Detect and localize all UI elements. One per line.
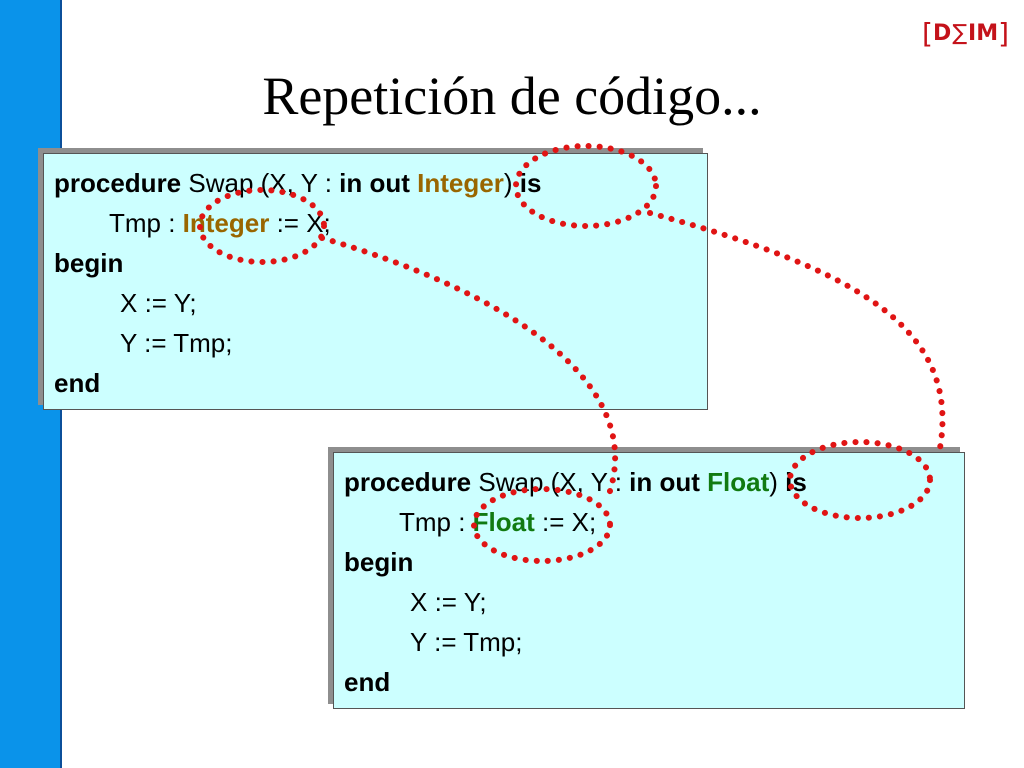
logo-letter-d: D	[932, 20, 952, 46]
code-text: )	[769, 467, 786, 497]
code-line-4: X := Y;	[410, 587, 487, 617]
code-box-float: procedure Swap (X, Y : in out Float) is …	[333, 452, 965, 709]
keyword: is	[519, 168, 542, 198]
code-text: )	[503, 168, 520, 198]
code-line-2: Tmp : Float := X;	[399, 507, 596, 537]
code-line-3: begin	[344, 547, 414, 577]
code-text: := X;	[534, 507, 597, 537]
code-text: Swap (X, Y :	[181, 168, 340, 198]
circle-integer-param	[513, 143, 659, 229]
logo: [ D ∑ IM ]	[922, 16, 1010, 50]
type-float: Float	[472, 507, 535, 537]
keyword: procedure	[54, 168, 182, 198]
type-integer: Integer	[417, 168, 504, 198]
code-line-5: Y := Tmp;	[410, 627, 523, 657]
type-integer: Integer	[182, 208, 270, 238]
code-line-1: procedure Swap (X, Y : in out Float) is	[344, 467, 807, 497]
logo-right-bracket: ]	[998, 16, 1010, 50]
code-line-6: end	[344, 667, 391, 697]
circle-float-tmp	[471, 486, 613, 564]
code-line-6: end	[54, 368, 101, 398]
logo-left-bracket: [	[922, 16, 933, 50]
code-text: Tmp :	[109, 208, 183, 238]
code-line-2: Tmp : Integer := X;	[109, 208, 331, 238]
keyword: in out	[339, 168, 410, 198]
code-text: Tmp :	[399, 507, 473, 537]
code-line-1: procedure Swap (X, Y : in out Integer) i…	[54, 168, 541, 198]
logo-sigma: ∑	[952, 20, 968, 46]
code-line-3: begin	[54, 248, 124, 278]
code-line-5: Y := Tmp;	[120, 328, 233, 358]
keyword: procedure	[344, 467, 472, 497]
logo-letters-im: IM	[968, 20, 999, 46]
connector-tmp	[319, 235, 618, 500]
connector-param	[647, 210, 946, 451]
keyword: in out	[629, 467, 700, 497]
type-float: Float	[707, 467, 770, 497]
code-line-4: X := Y;	[120, 288, 197, 318]
code-box-integer: procedure Swap (X, Y : in out Integer) i…	[43, 153, 708, 410]
circle-integer-tmp	[197, 187, 327, 265]
circle-float-param	[787, 439, 933, 521]
slide-title: Repetición de código...	[262, 66, 762, 126]
